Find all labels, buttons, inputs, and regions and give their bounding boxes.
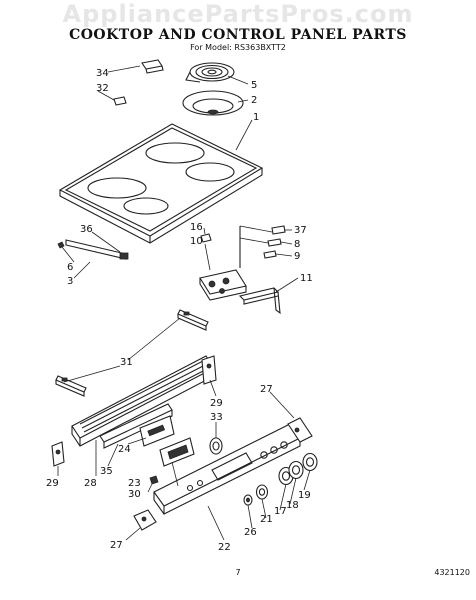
callout-19: 19	[298, 490, 311, 501]
part-37-terminal-block	[239, 225, 286, 235]
callout-29-lower: 29	[46, 478, 59, 489]
callout-31: 31	[120, 357, 133, 368]
part-29-end-cap-left	[51, 441, 65, 467]
callout-34: 34	[96, 68, 109, 79]
part-10-receptacle	[199, 226, 247, 301]
callout-10: 10	[190, 236, 203, 247]
part-22-control-panel	[153, 423, 301, 515]
part-31-bracket-upper	[177, 309, 209, 331]
callout-26: 26	[244, 527, 257, 538]
callout-36: 36	[80, 224, 93, 235]
part-32-bracket	[113, 96, 127, 106]
part-23-clock	[159, 437, 195, 467]
callout-21: 21	[260, 514, 273, 525]
callout-27-lower: 27	[110, 540, 123, 551]
callout-22: 22	[218, 542, 231, 553]
callout-27-upper: 27	[260, 384, 273, 395]
part-30-screw	[149, 475, 159, 485]
callout-11: 11	[300, 273, 313, 284]
part-34-clip	[141, 59, 164, 74]
callout-37: 37	[294, 225, 307, 236]
part-21-knob	[255, 484, 269, 500]
part-24-display-board	[139, 415, 175, 447]
watermark: AppliancePartsPros.com	[63, 0, 414, 28]
part-9-connector	[263, 250, 277, 259]
part-35-channel	[99, 403, 173, 449]
part-5-surface-element	[185, 62, 235, 83]
part-36-hinge	[65, 239, 129, 260]
diagram-title: COOKTOP AND CONTROL PANEL PARTS	[69, 27, 407, 43]
part-8-connector	[239, 237, 282, 247]
part-31-bracket-lower	[55, 375, 87, 397]
callout-17: 17	[274, 506, 287, 517]
part-11-bracket	[238, 287, 281, 315]
callout-5: 5	[251, 80, 257, 91]
callout-30: 30	[128, 489, 141, 500]
model-subtitle: For Model: RS363BXTT2	[190, 43, 286, 52]
callout-6: 6	[67, 262, 73, 273]
callout-1: 1	[253, 112, 259, 123]
callout-3: 3	[67, 276, 73, 287]
part-2-drip-bowl	[182, 90, 244, 116]
document-number: 4321120	[434, 568, 470, 577]
callout-labels: 34 32 5 2 1 16 37 10 8 9 36 6 3 11 31 27…	[46, 68, 313, 553]
part-29-end-cap-right	[201, 355, 217, 385]
callout-32: 32	[96, 83, 109, 94]
callout-23: 23	[128, 478, 141, 489]
part-27-end-cap-right	[287, 417, 313, 443]
callout-9: 9	[294, 251, 300, 262]
part-33-switch	[209, 437, 223, 455]
part-1-cooktop	[58, 123, 264, 244]
callout-2: 2	[251, 95, 257, 106]
callout-28: 28	[84, 478, 97, 489]
part-6-screw	[57, 241, 65, 249]
part-19-knob	[302, 452, 318, 472]
callout-29-upper: 29	[210, 398, 223, 409]
part-27-end-cap-left	[133, 509, 157, 531]
part-16-clip	[200, 233, 212, 243]
callout-33: 33	[210, 412, 223, 423]
callout-8: 8	[294, 239, 300, 250]
part-26-knob-small	[243, 494, 253, 506]
callout-24: 24	[118, 444, 131, 455]
page-number: 7	[235, 568, 240, 577]
callout-16: 16	[190, 222, 203, 233]
callout-18: 18	[286, 500, 299, 511]
part-18-knob	[288, 460, 304, 480]
leader-lines	[57, 65, 311, 541]
callout-35: 35	[100, 466, 113, 477]
